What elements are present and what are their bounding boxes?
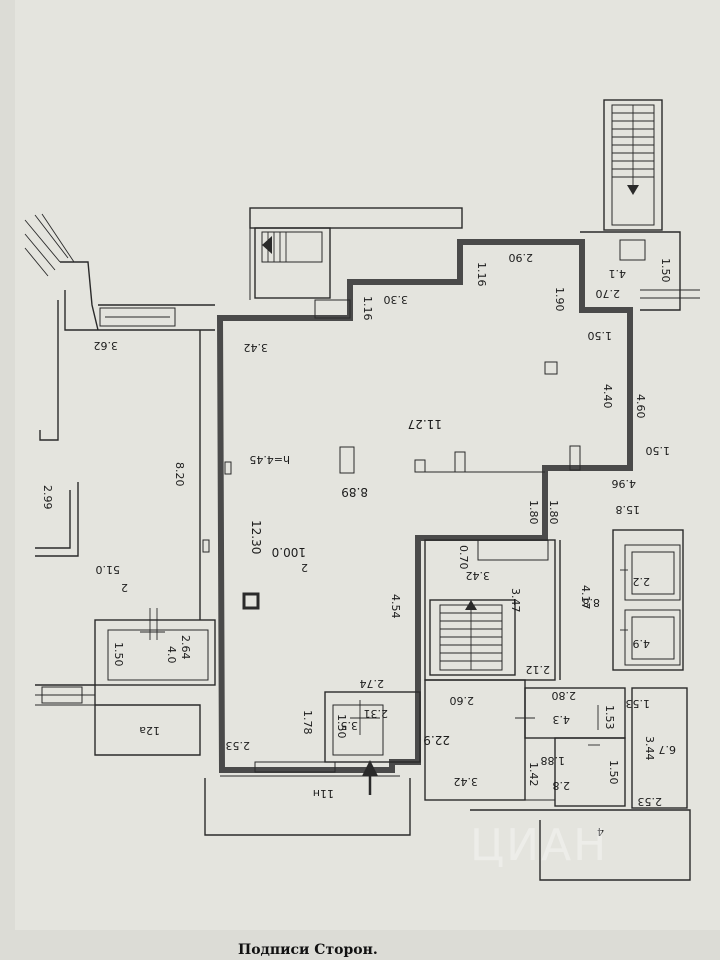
label-3-47: 3.47 [509,588,522,613]
label-0-70: 0.70 [457,545,470,570]
label-1-90: 1.90 [553,287,566,312]
label-1-50-b: 1.50 [646,444,671,457]
label-1-16-a: 1.16 [361,296,374,321]
label-room2-area: 51.0 [96,563,121,576]
label-2-31: 2.31 [364,707,389,720]
label-1-50-c: 1.50 [607,760,620,785]
label-3-42-bot: 3.42 [454,775,479,788]
label-main-area: 100.0 [272,545,306,559]
label-1-50-s: 1.50 [335,714,348,739]
main-hall-details [224,299,581,610]
label-4-9: 4.9 [633,637,651,650]
left-lower-room-12a [35,684,201,756]
label-1-16-b: 1.16 [475,262,488,287]
top-stair [249,207,463,300]
label-1-78: 1.78 [301,710,314,735]
label-1-53-a: 1.53 [603,705,616,730]
label-11-27: 11.27 [408,417,442,431]
label-6-7: 6.7 [659,743,677,756]
label-4-1: 4.1 [609,267,627,280]
room-2-left [199,330,210,620]
label-15-8: 15.8 [616,503,641,516]
label-1-50-l: 1.50 [112,642,125,667]
label-3-42-mid: 3.42 [466,569,491,582]
right-rooms [559,529,684,680]
label-2-90: 2.90 [509,251,534,264]
label-4-40: 4.40 [601,384,614,409]
label-4: 4 [597,825,604,838]
label-4-3: 4.3 [553,713,571,726]
label-2-60: 2.60 [450,694,475,707]
bottom-center-rooms [254,691,421,773]
label-2-8: 2.8 [553,779,571,792]
label-4-60: 4.60 [634,394,647,419]
label-h-4-45: h=4.45 [249,453,290,466]
label-11n: 11н [313,787,334,800]
label-22-9: 22.9 [423,733,450,747]
label-1-53-b: 1.53 [626,697,651,710]
entrance-arrow [362,760,378,776]
label-2-64: 2.64 [179,635,192,660]
label-8-89: 8.89 [341,485,368,499]
label-3-42-top: 3.42 [244,341,269,354]
label-1-50-r: 1.50 [659,258,672,283]
premises-boundary [216,239,633,773]
label-3-5: 3.5 [341,719,359,732]
central-stair [424,539,556,681]
label-8-20: 8.20 [173,462,186,487]
label-8-8: 8.8 [583,596,601,609]
signatures-caption: Подписи Сторон. [238,942,378,958]
bottom-walls [204,760,411,836]
label-1-80-a: 1.80 [527,500,540,525]
column [242,592,260,610]
label-2-70: 2.70 [596,287,621,300]
label-room2-num: 2 [121,581,128,594]
label-2-74: 2.74 [360,677,385,690]
label-1-88: 1.88 [541,754,566,767]
label-main-num: 2 [301,561,308,574]
label-2-2: 2.2 [633,575,651,588]
label-2-12: 2.12 [526,663,551,676]
label-1-80-b: 1.80 [547,500,560,525]
right-stair-shaft [580,99,700,311]
left-small-room [94,608,216,686]
label-2-99: 2.99 [41,485,54,510]
label-4-17: 4.17 [579,585,592,610]
left-stair-diagonal [24,213,99,331]
lower-right-rooms [424,679,691,881]
label-1-42: 1.42 [527,762,540,787]
label-12a: 12a [139,724,160,737]
label-2-53-b: 2.53 [638,795,663,808]
label-3-30: 3.30 [384,293,409,306]
label-4-0: 4.0 [165,646,178,664]
label-2-53: 2.53 [226,739,251,752]
label-1-50-mid: 1.50 [588,329,613,342]
label-3-44: 3.44 [643,736,656,761]
label-12-30: 12.30 [249,520,263,554]
left-wall-lines [35,290,215,557]
label-2-80: 2.80 [552,689,577,702]
watermark: ЦИАН [470,820,609,871]
label-3-62: 3.62 [94,339,119,352]
label-4-54: 4.54 [389,594,402,619]
label-4-96: 4.96 [612,477,637,490]
